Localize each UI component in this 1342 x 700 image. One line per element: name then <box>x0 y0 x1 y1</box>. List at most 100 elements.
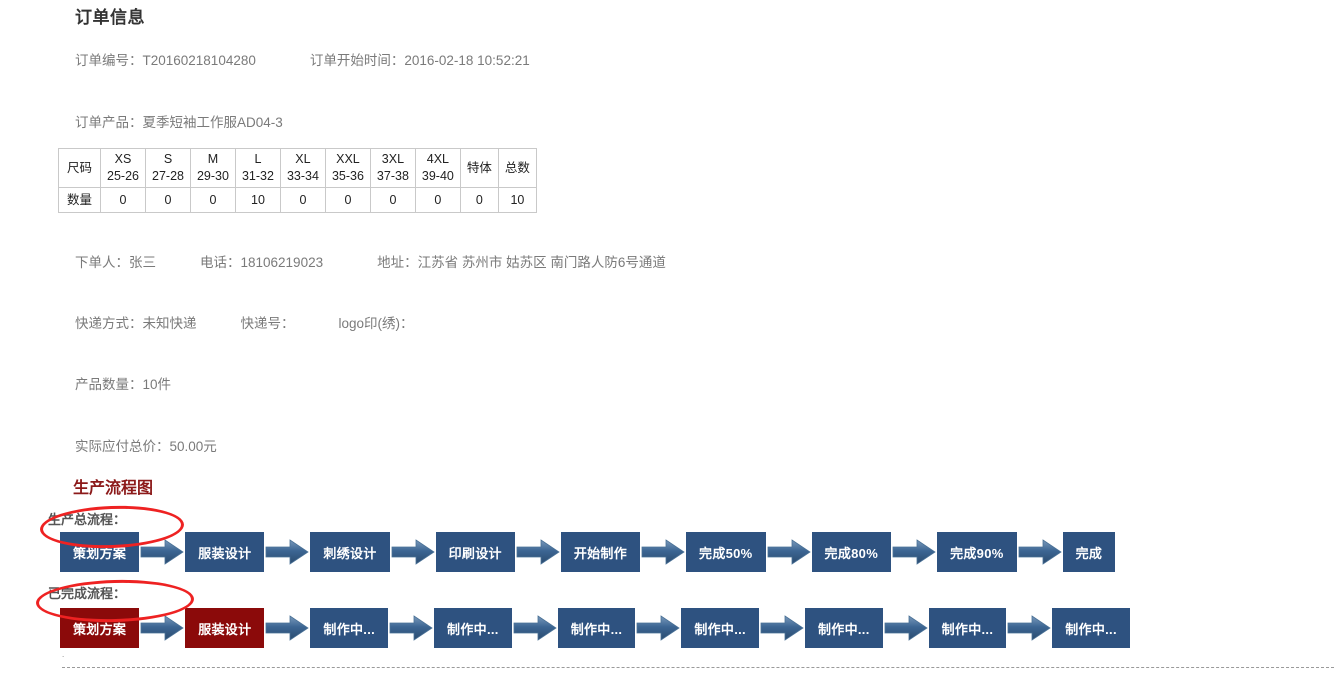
arrow-right-icon <box>884 615 928 641</box>
completed-flow-step-7[interactable]: 制作中... <box>928 608 1007 648</box>
completed-flow-row: 策划方案 服装设计 制作中... 制作中... 制作中... 制作中... 制作中... 制作… <box>60 608 1130 648</box>
size-name: L <box>254 152 262 166</box>
flow-step-label: 制作中... <box>817 621 870 637</box>
completed-flow-step-0[interactable]: 策划方案 <box>60 608 140 648</box>
product-quantity-label: 产品数量： <box>75 377 143 392</box>
flow-step-label: 策划方案 <box>73 621 127 637</box>
size-col-total: 总数 <box>497 148 537 188</box>
total-price-line: 实际应付总价：50.00元 <box>75 435 217 455</box>
quantity-total: 10 <box>497 187 537 213</box>
express-number-label: 快递号： <box>240 316 295 331</box>
total-price-label: 实际应付总价： <box>75 439 170 454</box>
completed-flow-step-3[interactable]: 制作中... <box>434 608 512 648</box>
flow-step-label: 制作中... <box>447 621 499 637</box>
size-name: XL <box>295 152 311 166</box>
product-quantity-value: 10件 <box>142 377 172 392</box>
quantity-3xl: 0 <box>369 187 416 213</box>
arrow-right-icon <box>266 539 310 565</box>
flow-step-label: 完成90% <box>950 545 1004 561</box>
size-name: 4XL <box>426 152 450 166</box>
size-col-3xl: 3XL 37-38 <box>369 148 416 188</box>
table-row-header: 尺码 XS 25-26 S 27-28 M 29-30 L 31-32 <box>57 148 537 188</box>
size-range: 31-32 <box>241 169 274 183</box>
total-flow-step-5[interactable]: 完成50% <box>686 532 766 572</box>
size-name: 3XL <box>381 152 405 166</box>
arrow-right-icon <box>389 615 433 641</box>
flow-step-label: 服装设计 <box>198 621 252 637</box>
address-value: 江苏省 苏州市 姑苏区 南门路人防6号通道 <box>417 255 666 270</box>
arrow-right-icon <box>641 539 685 565</box>
size-col-special: 特体 <box>459 148 499 188</box>
size-range: 29-30 <box>196 169 229 183</box>
arrow-right-icon <box>513 615 557 641</box>
total-price-value: 50.00元 <box>169 439 217 454</box>
total-flow-step-0[interactable]: 策划方案 <box>60 532 140 572</box>
address-label: 地址： <box>377 255 418 270</box>
completed-flow-step-2[interactable]: 制作中... <box>310 608 389 648</box>
size-col-xl: XL 33-34 <box>279 148 326 188</box>
size-name: M <box>207 152 219 166</box>
arrow-right-icon <box>636 615 681 641</box>
total-flow-step-4[interactable]: 开始制作 <box>560 532 641 572</box>
size-col-l: L 31-32 <box>234 148 281 188</box>
quantity-xs: 0 <box>100 187 146 213</box>
size-name: XS <box>114 152 132 166</box>
completed-flow-step-6[interactable]: 制作中... <box>804 608 883 648</box>
arrow-right-icon <box>266 615 310 641</box>
order-product-line: 订单产品：夏季短袖工作服AD04-3 <box>75 111 283 131</box>
quantity-row-label: 数量 <box>57 187 102 213</box>
size-col-xs: XS 25-26 <box>100 148 146 188</box>
arrow-right-icon <box>1018 539 1062 565</box>
total-flow-step-3[interactable]: 印刷设计 <box>435 532 515 572</box>
order-start-time-label: 订单开始时间： <box>309 53 405 68</box>
flow-step-label: 开始制作 <box>573 545 628 561</box>
total-flow-step-8[interactable]: 完成 <box>1062 532 1116 572</box>
size-col-s: S 27-28 <box>145 148 191 188</box>
flow-step-label: 制作中... <box>941 621 994 637</box>
size-range: 27-28 <box>152 169 184 183</box>
completed-flow-step-5[interactable]: 制作中... <box>681 608 759 648</box>
order-start-time-value: 2016-02-18 10:52:21 <box>404 53 530 68</box>
size-name: S <box>163 152 173 166</box>
size-name: XXL <box>336 152 360 166</box>
total-flow-step-1[interactable]: 服装设计 <box>185 532 265 572</box>
quantity-special: 0 <box>459 187 499 213</box>
total-flow-step-2[interactable]: 刺绣设计 <box>310 532 390 572</box>
order-product-value: 夏季短袖工作服AD04-3 <box>142 115 283 130</box>
flow-step-label: 制作中... <box>323 621 376 637</box>
completed-flow-label: 已完成流程： <box>48 586 127 601</box>
total-flow-step-7[interactable]: 完成90% <box>937 532 1017 572</box>
size-col-4xl: 4XL 39-40 <box>414 148 461 188</box>
orderer-label: 下单人： <box>75 255 129 270</box>
completed-flow-step-8[interactable]: 制作中... <box>1052 608 1130 648</box>
arrow-right-icon <box>140 615 184 641</box>
flow-step-label: 印刷设计 <box>448 545 502 561</box>
size-range: 35-36 <box>331 169 364 183</box>
order-number-label: 订单编号： <box>75 53 143 68</box>
arrow-right-icon <box>391 539 435 565</box>
size-col-xxl: XXL 35-36 <box>324 148 371 188</box>
flow-step-label: 完成80% <box>824 545 879 561</box>
size-range: 33-34 <box>286 169 319 183</box>
phone-value: 18106219023 <box>240 255 324 270</box>
flow-step-label: 制作中... <box>570 621 623 637</box>
flow-step-label: 服装设计 <box>198 545 252 561</box>
quantity-s: 0 <box>145 187 191 213</box>
quantity-4xl: 0 <box>414 187 461 213</box>
express-line: 快递方式：未知快递快递号：logo印(绣)： <box>75 312 414 332</box>
flow-step-label: 制作中... <box>694 621 746 637</box>
size-col-m: M 29-30 <box>189 148 236 188</box>
arrow-right-icon <box>516 539 560 565</box>
size-row-label: 尺码 <box>57 148 102 188</box>
quantity-xl: 0 <box>279 187 326 213</box>
tiny-mark: . <box>62 650 65 659</box>
completed-flow-step-1[interactable]: 服装设计 <box>185 608 265 648</box>
flow-chart-title: 生产流程图 <box>73 480 154 497</box>
total-flow-label: 生产总流程： <box>48 512 127 527</box>
total-flow-row: 策划方案 服装设计 刺绣设计 印刷设计 开始制作 完成50% 完成80% 完成90% 完成 <box>60 532 1116 572</box>
total-flow-step-6[interactable]: 完成80% <box>811 532 892 572</box>
section-divider <box>62 667 1334 668</box>
completed-flow-step-4[interactable]: 制作中... <box>557 608 636 648</box>
